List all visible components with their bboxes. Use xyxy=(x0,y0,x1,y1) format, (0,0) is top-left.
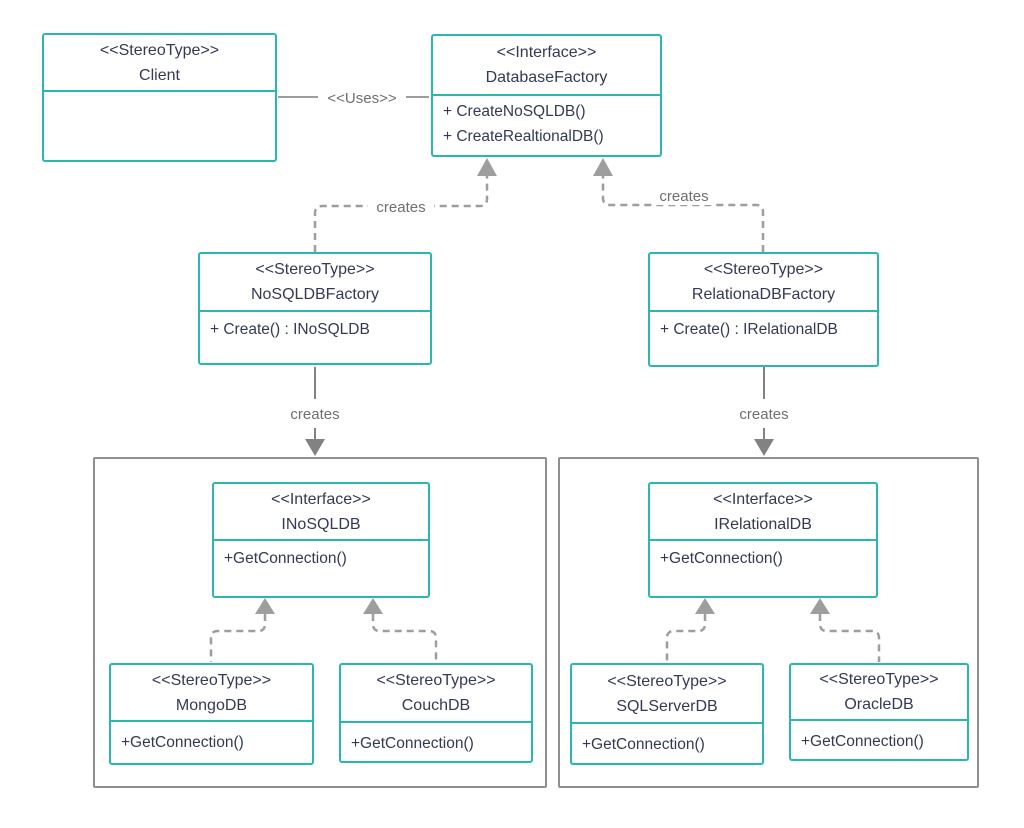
class-irelationaldb-body: +GetConnection() xyxy=(650,541,876,571)
class-inosqldb-body: +GetConnection() xyxy=(214,541,428,571)
class-relational-factory-header: <<StereoType>> RelationaDBFactory xyxy=(650,254,877,312)
class-oracledb: <<StereoType>> OracleDB +GetConnection() xyxy=(789,663,969,761)
class-oracledb-name: OracleDB xyxy=(844,696,914,713)
class-irelationaldb-header: <<Interface>> IRelationalDB xyxy=(650,484,876,541)
class-client-stereotype: <<StereoType>> xyxy=(99,41,220,59)
class-sqlserverdb-name: SQLServerDB xyxy=(616,697,718,715)
class-nosql-factory-header: <<StereoType>> NoSQLDBFactory xyxy=(200,254,430,312)
method-irelationaldb-getconnection: +GetConnection() xyxy=(660,550,783,567)
class-relational-factory-body: + Create() : IRelationalDB xyxy=(650,312,877,342)
creates-down-left-label: creates xyxy=(290,406,339,423)
creates-down-arrowhead-right xyxy=(754,439,774,456)
class-mongodb-name: MongoDB xyxy=(175,696,248,714)
class-couchdb-name: CouchDB xyxy=(401,697,471,714)
class-inosqldb-header: <<Interface>> INoSQLDB xyxy=(214,484,428,541)
class-sqlserverdb-body: +GetConnection() xyxy=(572,724,762,757)
method-create-irelationaldb: + Create() : IRelationalDB xyxy=(660,321,838,338)
class-couchdb-body: +GetConnection() xyxy=(341,723,531,756)
relational-group-container xyxy=(558,457,979,788)
class-irelationaldb: <<Interface>> IRelationalDB +GetConnecti… xyxy=(648,482,878,598)
method-create-realtionaldb: + CreateRealtionalDB() xyxy=(443,128,604,145)
method-create-nosqldb: + CreateNoSQLDB() xyxy=(443,103,586,120)
class-client-name: Client xyxy=(139,66,180,84)
class-inosqldb-stereotype: <<Interface>> xyxy=(271,490,371,508)
class-nosql-factory-name: NoSQLDBFactory xyxy=(250,286,380,303)
method-sqlserverdb-getconnection: +GetConnection() xyxy=(582,736,705,753)
class-client: <<StereoType>> Client xyxy=(42,33,277,162)
creates-top-left-label-backing xyxy=(368,196,434,216)
method-inosqldb-getconnection: +GetConnection() xyxy=(224,550,347,567)
class-sqlserverdb: <<StereoType>> SQLServerDB +GetConnectio… xyxy=(570,663,764,765)
class-nosql-factory: <<StereoType>> NoSQLDBFactory + Create()… xyxy=(198,252,432,365)
class-database-factory: <<Interface>> DatabaseFactory + CreateNo… xyxy=(431,34,662,157)
class-mongodb-stereotype: <<StereoType>> xyxy=(151,671,272,689)
creates-top-left-label: creates xyxy=(376,199,425,216)
uses-label-backing xyxy=(318,86,406,108)
class-relational-factory: <<StereoType>> RelationaDBFactory + Crea… xyxy=(648,252,879,367)
class-sqlserverdb-stereotype: <<StereoType>> xyxy=(607,672,727,690)
creates-dashed-connector-right xyxy=(601,176,765,252)
class-inosqldb-name: INoSQLDB xyxy=(281,515,361,533)
creates-dashed-connector-left xyxy=(313,176,489,252)
creates-down-arrowhead-left xyxy=(305,439,325,456)
class-nosql-factory-body: + Create() : INoSQLDB xyxy=(200,312,430,342)
class-database-factory-header: <<Interface>> DatabaseFactory xyxy=(433,36,660,96)
class-couchdb-header: <<StereoType>> CouchDB xyxy=(341,665,531,723)
method-couchdb-getconnection: +GetConnection() xyxy=(351,735,474,752)
class-database-factory-name: DatabaseFactory xyxy=(485,69,608,86)
class-client-header: <<StereoType>> Client xyxy=(44,35,275,92)
class-inosqldb: <<Interface>> INoSQLDB +GetConnection() xyxy=(212,482,430,598)
nosql-group-container xyxy=(93,457,547,788)
creates-top-right-label: creates xyxy=(659,188,708,205)
method-oracledb-getconnection: +GetConnection() xyxy=(801,733,924,750)
creates-arrowhead-right xyxy=(593,158,613,176)
class-mongodb: <<StereoType>> MongoDB +GetConnection() xyxy=(109,663,314,765)
class-relational-factory-stereotype: <<StereoType>> xyxy=(703,261,824,278)
class-database-factory-body: + CreateNoSQLDB() + CreateRealtionalDB() xyxy=(433,96,660,149)
creates-arrowhead-left xyxy=(477,158,497,176)
class-irelationaldb-name: IRelationalDB xyxy=(714,515,812,533)
class-mongodb-body: +GetConnection() xyxy=(111,722,312,755)
class-mongodb-header: <<StereoType>> MongoDB xyxy=(111,665,312,722)
class-couchdb-stereotype: <<StereoType>> xyxy=(376,672,496,689)
class-oracledb-stereotype: <<StereoType>> xyxy=(819,671,939,688)
class-nosql-factory-stereotype: <<StereoType>> xyxy=(255,261,375,278)
uses-label: <<Uses>> xyxy=(327,90,396,107)
method-create-inosqldb: + Create() : INoSQLDB xyxy=(210,321,370,338)
class-relational-factory-name: RelationaDBFactory xyxy=(691,286,836,303)
class-sqlserverdb-header: <<StereoType>> SQLServerDB xyxy=(572,665,762,724)
class-oracledb-body: +GetConnection() xyxy=(791,721,967,754)
class-oracledb-header: <<StereoType>> OracleDB xyxy=(791,665,967,721)
class-irelationaldb-stereotype: <<Interface>> xyxy=(713,490,813,508)
method-mongodb-getconnection: +GetConnection() xyxy=(121,734,244,751)
class-database-factory-stereotype: <<Interface>> xyxy=(496,44,597,61)
creates-down-right-label: creates xyxy=(739,406,788,423)
creates-top-right-label-backing xyxy=(652,186,716,205)
class-couchdb: <<StereoType>> CouchDB +GetConnection() xyxy=(339,663,533,763)
